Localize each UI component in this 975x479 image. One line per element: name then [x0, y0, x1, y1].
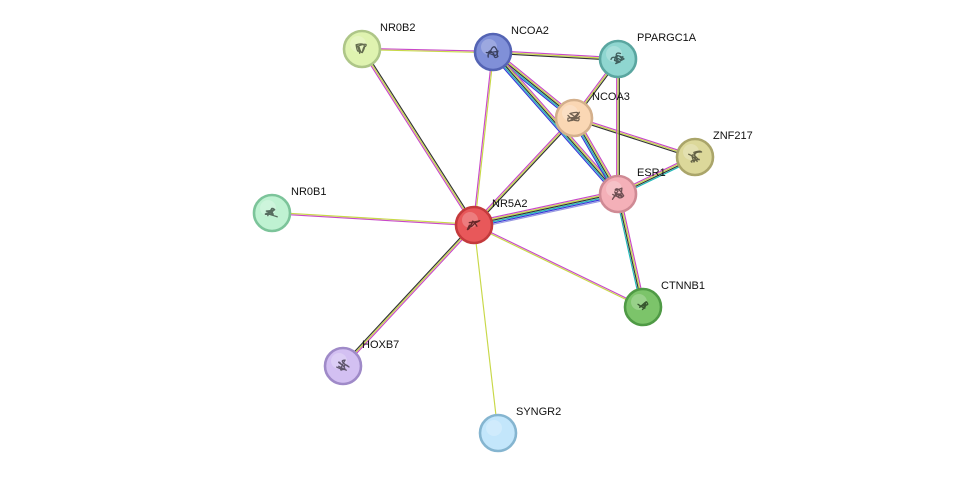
edge-evidence-line [490, 53, 617, 197]
edge-nr5a2-nr0b1[interactable] [271, 211, 475, 227]
edge-evidence-line [272, 211, 475, 225]
node-label: SYNGR2 [516, 406, 561, 418]
protein-structure-icon [355, 43, 367, 54]
protein-structure-icon [611, 187, 625, 200]
protein-structure-icon [567, 111, 581, 122]
edge-evidence-line [474, 196, 619, 229]
node-label: NR0B2 [380, 22, 415, 34]
edge-evidence-line [473, 225, 643, 309]
node-label: ZNF217 [713, 130, 753, 142]
edge-nr5a2-nr0b2[interactable] [360, 47, 476, 227]
node-label: CTNNB1 [661, 280, 705, 292]
edge-evidence-line [474, 52, 495, 226]
edge-evidence-line [474, 195, 619, 228]
edge-evidence-line [342, 224, 475, 367]
edge-evidence-line [361, 48, 475, 226]
protein-structure-icon [637, 301, 649, 311]
edge-evidence-line [341, 223, 474, 366]
edge-evidence-line [574, 116, 696, 157]
node-nr5a2[interactable]: NR5A2 [454, 198, 527, 245]
edge-evidence-line [361, 49, 493, 54]
edge-evidence-line [474, 194, 619, 227]
node-highlight [606, 181, 622, 197]
node-highlight [486, 420, 502, 436]
node-syngr2[interactable]: SYNGR2 [478, 406, 561, 453]
edge-evidence-line [473, 117, 575, 226]
edge-nr5a2-syngr2[interactable] [473, 224, 499, 434]
node-label: PPARGC1A [637, 32, 697, 44]
node-label: HOXB7 [362, 339, 399, 351]
edge-evidence-line [360, 49, 474, 227]
edge-ncoa3-znf217[interactable] [573, 116, 696, 159]
node-nr0b2[interactable]: NR0B2 [342, 22, 415, 69]
edge-evidence-line [493, 50, 619, 59]
edge-evidence-line [472, 51, 493, 225]
edge-evidence-line [473, 192, 618, 225]
edge-esr1-ppargc1a[interactable] [616, 59, 620, 194]
node-label: NCOA2 [511, 25, 549, 37]
edge-nr5a2-ncoa2[interactable] [472, 51, 495, 226]
edge-evidence-line [619, 193, 646, 307]
node-znf217[interactable]: ZNF217 [675, 130, 753, 177]
node-highlight [481, 39, 497, 55]
protein-structure-icon [485, 46, 499, 59]
edge-evidence-line [362, 47, 476, 225]
node-nr0b1[interactable]: NR0B1 [252, 186, 326, 233]
edge-evidence-line [573, 117, 696, 158]
edge-evidence-line [473, 190, 618, 223]
edge-evidence-line [343, 225, 476, 368]
edge-nr0b2-ncoa2[interactable] [361, 47, 494, 54]
node-circle [454, 205, 494, 245]
protein-structure-icon [264, 207, 278, 218]
edge-evidence-line [472, 116, 574, 225]
node-ppargc1a[interactable]: PPARGC1A [598, 32, 697, 79]
edge-evidence-line [271, 213, 474, 227]
node-circle [342, 29, 382, 69]
edge-evidence-line [492, 52, 618, 61]
edge-ncoa2-ppargc1a[interactable] [492, 50, 619, 61]
protein-structure-icon [336, 359, 350, 371]
node-hoxb7[interactable]: HOXB7 [323, 339, 399, 386]
edge-nr5a2-hoxb7[interactable] [341, 223, 476, 368]
edge-evidence-line [474, 118, 576, 227]
protein-structure-icon [466, 220, 481, 231]
edge-evidence-line [492, 51, 619, 60]
node-label: NCOA3 [592, 91, 630, 103]
edge-evidence-line [362, 47, 494, 52]
edge-evidence-line [474, 223, 644, 307]
edge-nr5a2-esr1[interactable] [473, 190, 619, 229]
node-ncoa3[interactable]: NCOA3 [554, 91, 630, 138]
edge-evidence-line [615, 194, 642, 308]
node-label: ESR1 [637, 167, 666, 179]
node-circle [478, 413, 518, 453]
edge-evidence-line [473, 224, 499, 434]
protein-structure-icon [610, 52, 625, 65]
node-ctnnb1[interactable]: CTNNB1 [623, 280, 705, 327]
edge-evidence-line [573, 118, 695, 159]
node-label: NR5A2 [492, 198, 527, 210]
edge-nr5a2-ctnnb1[interactable] [473, 223, 644, 309]
node-esr1[interactable]: ESR1 [598, 167, 666, 214]
edge-evidence-line [473, 191, 618, 224]
protein-structure-icon [688, 150, 703, 163]
edge-evidence-line [491, 52, 618, 196]
node-label: NR0B1 [291, 186, 326, 198]
edge-nr5a2-ncoa3[interactable] [472, 116, 576, 227]
node-ncoa2[interactable]: NCOA2 [473, 25, 549, 72]
